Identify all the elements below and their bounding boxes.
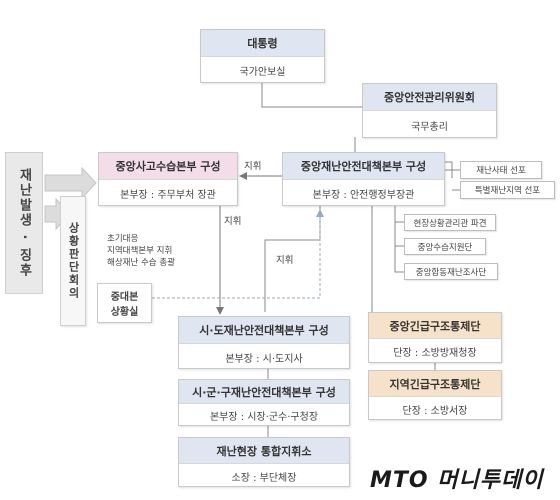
recovery-notes: 초기대응 지역대책본부 지휘 해상재난 수습 총괄 [107, 233, 175, 269]
local-hq-title: 시·군·구재난안전대책본부 구성 [179, 380, 349, 404]
disaster-occurrence-band: 재난발생 · 징후 [5, 152, 43, 294]
central-committee-title: 중앙안전관리위원회 [363, 84, 496, 111]
president-box: 대통령 국가안보실 [200, 29, 325, 83]
central-recovery-box: 중앙사고수습본부 구성 본부장 : 주무부처 장관 [98, 152, 238, 206]
central-rescue-title: 중앙긴급구조통제단 [369, 313, 501, 339]
central-recovery-sub: 본부장 : 주무부처 장관 [120, 190, 216, 201]
arrow-to-recovery [44, 166, 97, 200]
field-command-box: 재난현장 통합지휘소 소장 : 부단체장 [178, 437, 350, 487]
situation-room-line-1: 중대본 [110, 292, 139, 303]
note-line-3: 해상재난 수습 총괄 [107, 258, 175, 268]
note-line-2: 지역대책본부 지휘 [107, 246, 173, 256]
provincial-hq-box: 시·도재난안전대책본부 구성 본부장 : 시·도지사 [178, 316, 350, 369]
command-label-1: 지휘 [244, 161, 262, 172]
situation-room-line-2: 상황실 [110, 307, 139, 318]
field-command-title: 재난현장 통합지휘소 [179, 438, 349, 464]
moneytoday-watermark: MTO 머니투데이 [370, 468, 544, 493]
situation-room-box: 중대본 상황실 [97, 283, 152, 323]
central-recovery-title: 중앙사고수습본부 구성 [99, 153, 237, 180]
central-rescue-box: 중앙긴급구조통제단 단장 : 소방방재청장 [368, 312, 502, 363]
line-president-committee [261, 82, 371, 108]
regional-rescue-sub: 단장 : 소방서장 [402, 405, 468, 417]
situation-meeting-box: 상황판단회의 [60, 196, 86, 326]
field-officer-box: 현장상황관리관 파견 [404, 214, 496, 231]
command-label-2: 지휘 [224, 216, 242, 227]
provincial-hq-sub: 본부장 : 시·도지사 [225, 353, 303, 365]
central-committee-sub: 국무총리 [411, 121, 448, 133]
joint-survey-box: 중앙합동재난조사단 [404, 263, 498, 280]
president-sub: 국가안보실 [239, 67, 286, 78]
provincial-hq-title: 시·도재난안전대책본부 구성 [179, 317, 349, 344]
local-hq-box: 시·군·구재난안전대책본부 구성 본부장 : 시장·군수·구청장 [178, 379, 350, 426]
president-title: 대통령 [201, 30, 324, 57]
field-command-sub: 소장 : 부단체장 [231, 472, 297, 484]
regional-rescue-box: 지역긴급구조통제단 단장 : 소방서장 [368, 370, 502, 420]
command-label-3: 지휘 [276, 255, 294, 266]
central-hq-sub: 본부장 : 안전행정부장관 [312, 190, 415, 201]
central-rescue-sub: 단장 : 소방방재청장 [393, 348, 477, 359]
central-hq-box: 중앙재난안전대책본부 구성 본부장 : 안전행정부장관 [282, 152, 445, 206]
central-committee-box: 중앙안전관리위원회 국무총리 [362, 83, 497, 138]
support-team-box: 중앙수습지원단 [404, 238, 486, 255]
regional-rescue-title: 지역긴급구조통제단 [369, 371, 501, 397]
note-line-1: 초기대응 [107, 234, 139, 244]
dashed-situation-link [152, 209, 324, 299]
disaster-declare-box: 재난사태 선포 [460, 161, 542, 179]
central-hq-title: 중앙재난안전대책본부 구성 [283, 153, 444, 180]
local-hq-sub: 본부장 : 시장·군수·구청장 [209, 412, 319, 423]
special-disaster-box: 특별재난지역 선포 [460, 181, 555, 199]
